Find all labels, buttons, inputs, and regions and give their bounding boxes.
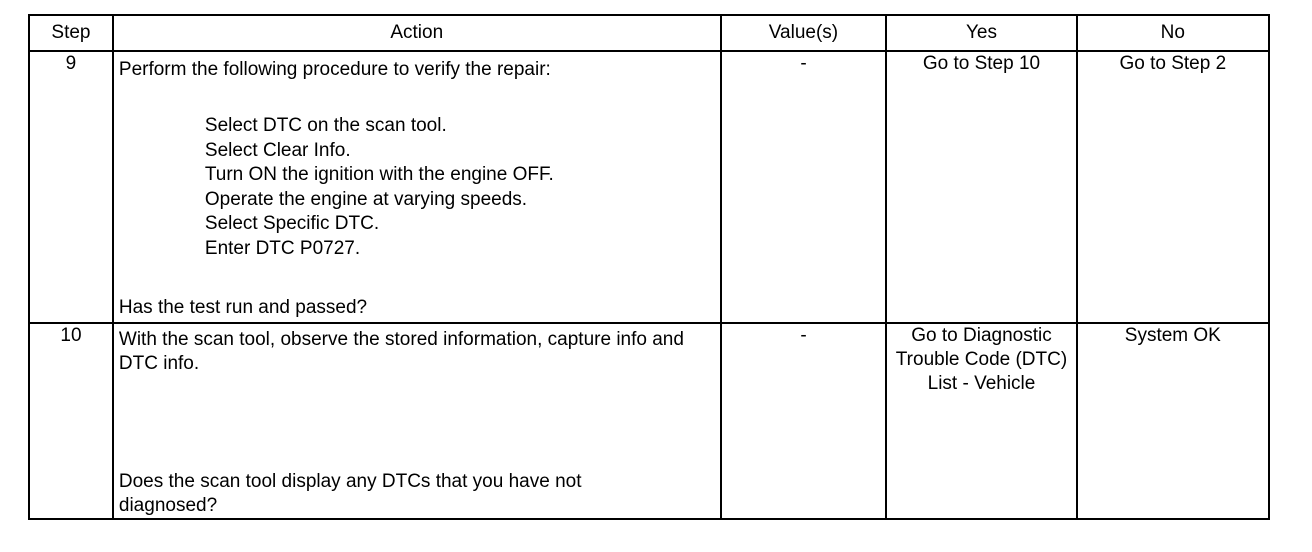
procedure-step: Enter DTC P0727. [204, 237, 361, 259]
yes-cell: Go to Step 10 [885, 50, 1078, 324]
action-cell: With the scan tool, observe the stored i… [111, 322, 722, 520]
header-row: Step Action Value(s) Yes No [28, 14, 1271, 52]
procedure-step: Turn ON the ignition with the engine OFF… [204, 164, 554, 185]
step-number: 9 [28, 50, 114, 324]
no-cell: System OK [1075, 322, 1271, 520]
procedure-step: Operate the engine at varying speeds. [204, 188, 528, 210]
procedure-step: Select Clear Info. [204, 139, 351, 161]
header-values: Value(s) [719, 14, 888, 52]
yes-cell: Go to Diagnostic Trouble Code (DTC) List… [885, 322, 1078, 520]
procedure-step: Select Specific DTC. [204, 213, 380, 234]
action-intro: With the scan tool, observe the stored i… [118, 329, 684, 374]
action-cell: Perform the following procedure to verif… [111, 50, 722, 324]
table-row: 9 Perform the following procedure to ver… [28, 50, 1271, 324]
header-no: No [1075, 14, 1271, 52]
procedure-step: Select DTC on the scan tool. [204, 115, 447, 136]
header-step: Step [28, 14, 114, 52]
diagnostic-table: Step Action Value(s) Yes No 9 Perform th… [28, 14, 1271, 520]
header-yes: Yes [885, 14, 1078, 52]
table-row: 10 With the scan tool, observe the store… [28, 322, 1271, 520]
action-intro: Perform the following procedure to verif… [118, 59, 551, 80]
step-number: 10 [28, 322, 114, 520]
action-question: Does the scan tool display any DTCs that… [118, 471, 582, 516]
header-action: Action [111, 14, 722, 52]
procedure-list: Select DTC on the scan tool. Select Clea… [205, 114, 554, 261]
value-cell: - [719, 322, 888, 520]
value-cell: - [719, 50, 888, 324]
action-question: Has the test run and passed? [118, 297, 368, 318]
no-cell: Go to Step 2 [1075, 50, 1271, 324]
